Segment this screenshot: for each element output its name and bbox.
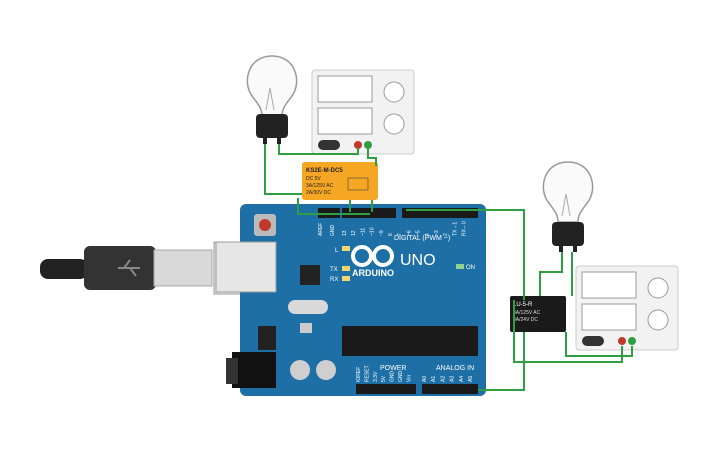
power-label: POWER xyxy=(380,365,406,372)
pin-label: GND xyxy=(398,371,404,383)
relay-top-line3: 2A/30V DC xyxy=(306,190,331,196)
pin-label: ~9 xyxy=(379,230,385,236)
relay-top-line1: DC 5V xyxy=(306,176,321,182)
pin-label: ~11 xyxy=(360,228,366,236)
pin-label: GND xyxy=(330,225,336,237)
pin-label: 13 xyxy=(342,230,348,236)
on-label: ON xyxy=(466,265,475,271)
reset-button[interactable] xyxy=(254,214,276,236)
arduino-model: UNO xyxy=(400,252,436,269)
relay-top-model: KS2E-M-DC5 xyxy=(306,168,343,174)
voltage-knob[interactable] xyxy=(383,81,405,103)
pin-label: RESET xyxy=(364,365,370,382)
pin-label: ~5 xyxy=(416,230,422,236)
arduino-brand: ARDUINO xyxy=(352,268,394,278)
digital-label: DIGITAL (PWM ~) xyxy=(394,235,450,242)
power-supply-right[interactable] xyxy=(575,265,679,351)
pin-label: GND xyxy=(390,371,396,383)
tx-label: TX xyxy=(330,267,338,273)
pin-label: 8 xyxy=(388,233,394,236)
relay-right-line1: 3A/125V AC xyxy=(513,310,541,316)
pin-label: Vin xyxy=(406,375,412,382)
pin-label: A1 xyxy=(431,376,437,382)
pin-label: 4 xyxy=(425,233,431,236)
current-knob[interactable] xyxy=(647,309,669,331)
pin-label: 3.3V xyxy=(373,371,379,382)
pin-label: A5 xyxy=(468,376,474,382)
atmega-chip xyxy=(342,326,478,356)
header-power[interactable] xyxy=(356,384,416,394)
relay-top-line2: 3A/125V AC xyxy=(306,183,334,189)
pin-label: A0 xyxy=(422,376,428,382)
l-label: L xyxy=(335,248,339,254)
pin-label: 7 xyxy=(397,233,403,236)
relay-right-model: LU-5-R xyxy=(513,302,533,308)
pin-label: TX→1 xyxy=(452,222,458,236)
current-knob[interactable] xyxy=(383,113,405,135)
pin-label: IOREF xyxy=(356,367,362,382)
arduino-logo-icon xyxy=(351,245,394,267)
power-switch[interactable] xyxy=(318,140,340,150)
pin-label: RX←0 xyxy=(462,221,468,236)
rx-label: RX xyxy=(330,277,338,283)
header-analog[interactable] xyxy=(422,384,478,394)
relay-right-line2: 3A/24V DC xyxy=(513,317,538,323)
header-digital-right[interactable] xyxy=(402,208,478,218)
light-bulb-right[interactable] xyxy=(542,161,594,252)
pin-label: 2 xyxy=(443,233,449,236)
pin-label: ~3 xyxy=(434,230,440,236)
relay-ks2e[interactable]: KS2E-M-DC5 DC 5V 3A/125V AC 2A/30V DC xyxy=(302,162,378,200)
pin-label: AREF xyxy=(318,223,324,236)
pin-label: A2 xyxy=(440,376,446,382)
analog-label: ANALOG IN xyxy=(436,365,474,372)
pin-label: A3 xyxy=(450,376,456,382)
wires[interactable] xyxy=(264,144,633,391)
usb-icon xyxy=(118,259,140,277)
light-bulb-top[interactable] xyxy=(246,55,298,144)
arduino-uno-board[interactable]: ARDUINO UNO DIGITAL (PWM ~) POWER ANALOG… xyxy=(215,204,486,396)
pin-label: 12 xyxy=(351,230,357,236)
pin-label: ~10 xyxy=(370,227,376,236)
pin-label: 5V xyxy=(381,375,387,382)
power-supply-top[interactable] xyxy=(311,69,415,155)
power-switch[interactable] xyxy=(582,336,604,346)
pin-label: ~6 xyxy=(406,230,412,236)
voltage-knob[interactable] xyxy=(647,277,669,299)
pin-label: A4 xyxy=(459,376,465,382)
relay-lu5[interactable]: LU-5-R 3A/125V AC 3A/24V DC xyxy=(510,296,566,332)
